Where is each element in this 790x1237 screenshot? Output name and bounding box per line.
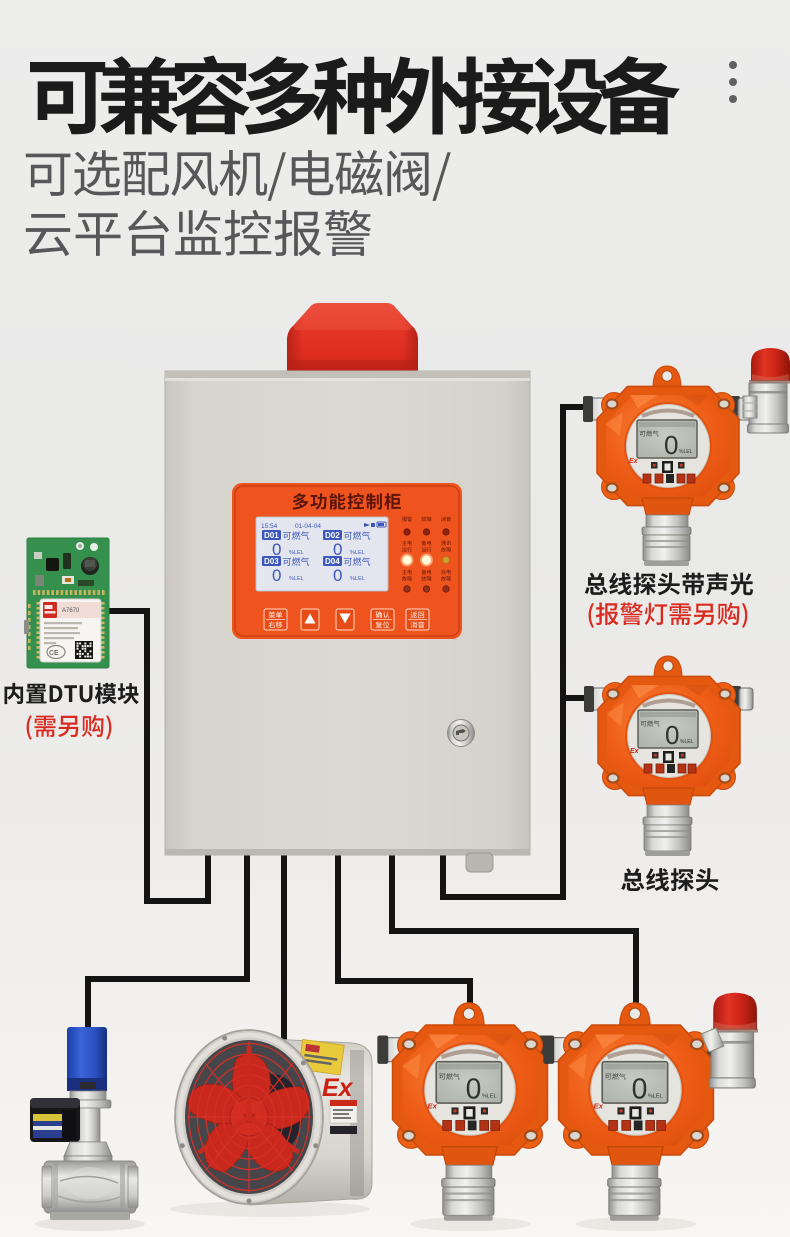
svg-text:%LEL: %LEL: [289, 550, 304, 556]
svg-text:CE: CE: [49, 650, 59, 657]
svg-text:%LEL: %LEL: [289, 576, 304, 582]
svg-text:0: 0: [272, 540, 281, 559]
svg-text:0: 0: [333, 566, 342, 585]
svg-text:0: 0: [333, 540, 342, 559]
svg-text:D04: D04: [325, 557, 340, 566]
svg-text:D03: D03: [264, 557, 279, 566]
svg-text:D01: D01: [264, 531, 279, 540]
svg-text:0: 0: [272, 566, 281, 585]
svg-text:D02: D02: [325, 531, 340, 540]
svg-text:A7670: A7670: [62, 608, 80, 614]
svg-text:%LEL: %LEL: [350, 550, 365, 556]
svg-text:Ex: Ex: [322, 1074, 354, 1102]
svg-text:%LEL: %LEL: [350, 576, 365, 582]
svg-text:15:54: 15:54: [261, 523, 278, 530]
svg-text:01-04-04: 01-04-04: [295, 523, 321, 530]
